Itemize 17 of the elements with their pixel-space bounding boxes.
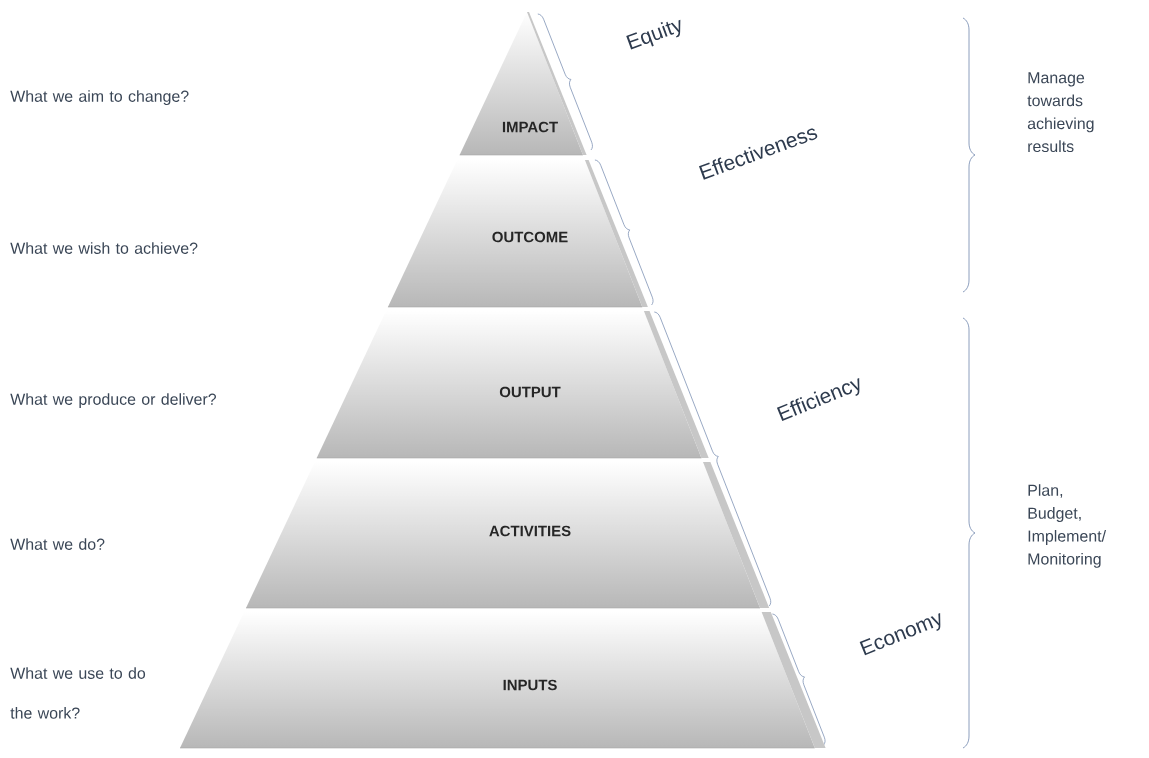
question-text: What we use to do the work? xyxy=(10,667,146,719)
node-label: INPUTS xyxy=(503,679,557,691)
question-text: What we do? xyxy=(10,538,105,550)
question-text: What we aim to change? xyxy=(10,90,189,106)
node-label: ACTIVITIES xyxy=(489,525,571,537)
pyramid-layer: ACTIVITIES xyxy=(245,462,770,609)
pyramid-layer: IMPACT xyxy=(459,12,587,156)
question-text: What we wish to achieve? xyxy=(10,242,198,254)
node-label: OUTPUT xyxy=(499,386,561,398)
side-label: Equity xyxy=(626,19,681,50)
question-text: What we produce or deliver? xyxy=(10,393,216,409)
pyramid-layer: INPUTS xyxy=(179,612,826,749)
bracket-label: Manage towards achieving results xyxy=(1027,72,1094,153)
node-label: OUTCOME xyxy=(492,231,568,243)
bracket-label: Plan, Budget, Implement/ Monitoring xyxy=(1028,484,1107,568)
pyramid-layer: OUTPUT xyxy=(316,311,709,459)
pyramid-layer: OUTCOME xyxy=(387,160,648,308)
